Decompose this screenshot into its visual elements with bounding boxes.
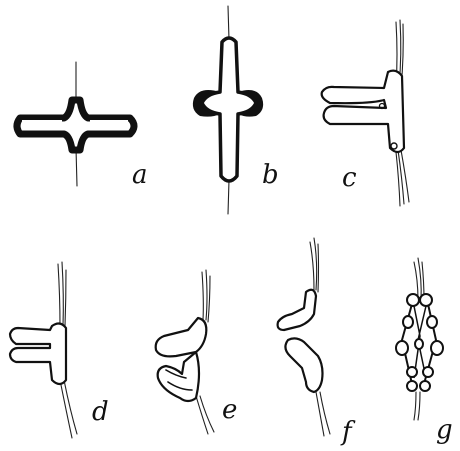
panel-d-upper-thread-2: [62, 262, 63, 326]
panel-g-upper-thread-2: [418, 258, 421, 300]
panel-e-upper-thread-1: [202, 272, 203, 320]
panel-d: d: [10, 262, 109, 438]
panel-f-upper-thread-3: [318, 244, 319, 292]
panel-b: b: [193, 6, 279, 214]
panel-g-bead-bottom-left: [407, 381, 417, 391]
panel-f-label: f: [340, 417, 356, 447]
panel-f-lower-thread-1: [316, 392, 324, 436]
panel-c-lower-thread-1: [398, 150, 404, 204]
panel-b-lower-thread: [228, 180, 229, 214]
panel-c: c: [322, 20, 409, 206]
panel-b-upper-thread: [228, 6, 229, 40]
panel-c-body: [322, 71, 404, 152]
panel-f-lower-arm: [285, 338, 322, 392]
panel-g-bead: [403, 316, 413, 328]
panel-f-lower-thread-2: [320, 392, 330, 434]
panel-e-upper-arm: [156, 318, 207, 356]
panel-g-lower-thread-2: [418, 392, 420, 420]
panel-g-bead-center: [415, 339, 423, 349]
panel-g-bead: [407, 367, 417, 377]
panel-e-label: e: [222, 395, 237, 425]
panel-g-bead-top-right: [420, 294, 432, 306]
panel-g-spindle: [396, 294, 443, 391]
panel-e-upper-thread-3: [208, 276, 210, 322]
panel-g: g: [396, 258, 453, 445]
panel-d-label: d: [92, 397, 109, 427]
panel-f-upper-arm: [278, 290, 316, 330]
panel-c-lower-thread-2: [401, 150, 409, 202]
panel-d-upper-thread-3: [65, 270, 66, 326]
panel-c-label: c: [342, 163, 357, 193]
panel-a-label: a: [132, 160, 148, 190]
panel-d-upper-thread-1: [58, 264, 60, 326]
panel-g-bead-bottom-right: [420, 381, 430, 391]
panel-f: f: [278, 238, 356, 447]
panel-f-upper-thread-1: [310, 242, 314, 290]
panel-g-lower-thread-1: [414, 392, 416, 420]
panel-b-cross-body: [202, 38, 256, 181]
panel-b-label: b: [262, 160, 279, 190]
panel-a-cross-body: [17, 100, 134, 150]
panel-g-bead-top-left: [407, 294, 419, 306]
panel-g-bead: [423, 367, 433, 377]
panel-e-upper-thread-2: [206, 270, 207, 320]
panel-a-lower-thread: [76, 148, 77, 186]
panel-g-bead: [431, 341, 443, 355]
panel-g-bead: [396, 341, 408, 355]
panel-d-body: [10, 323, 66, 384]
panel-a: a: [17, 62, 148, 190]
panel-g-bead: [427, 316, 437, 328]
panel-e: e: [156, 270, 238, 434]
panel-g-label: g: [436, 415, 453, 445]
